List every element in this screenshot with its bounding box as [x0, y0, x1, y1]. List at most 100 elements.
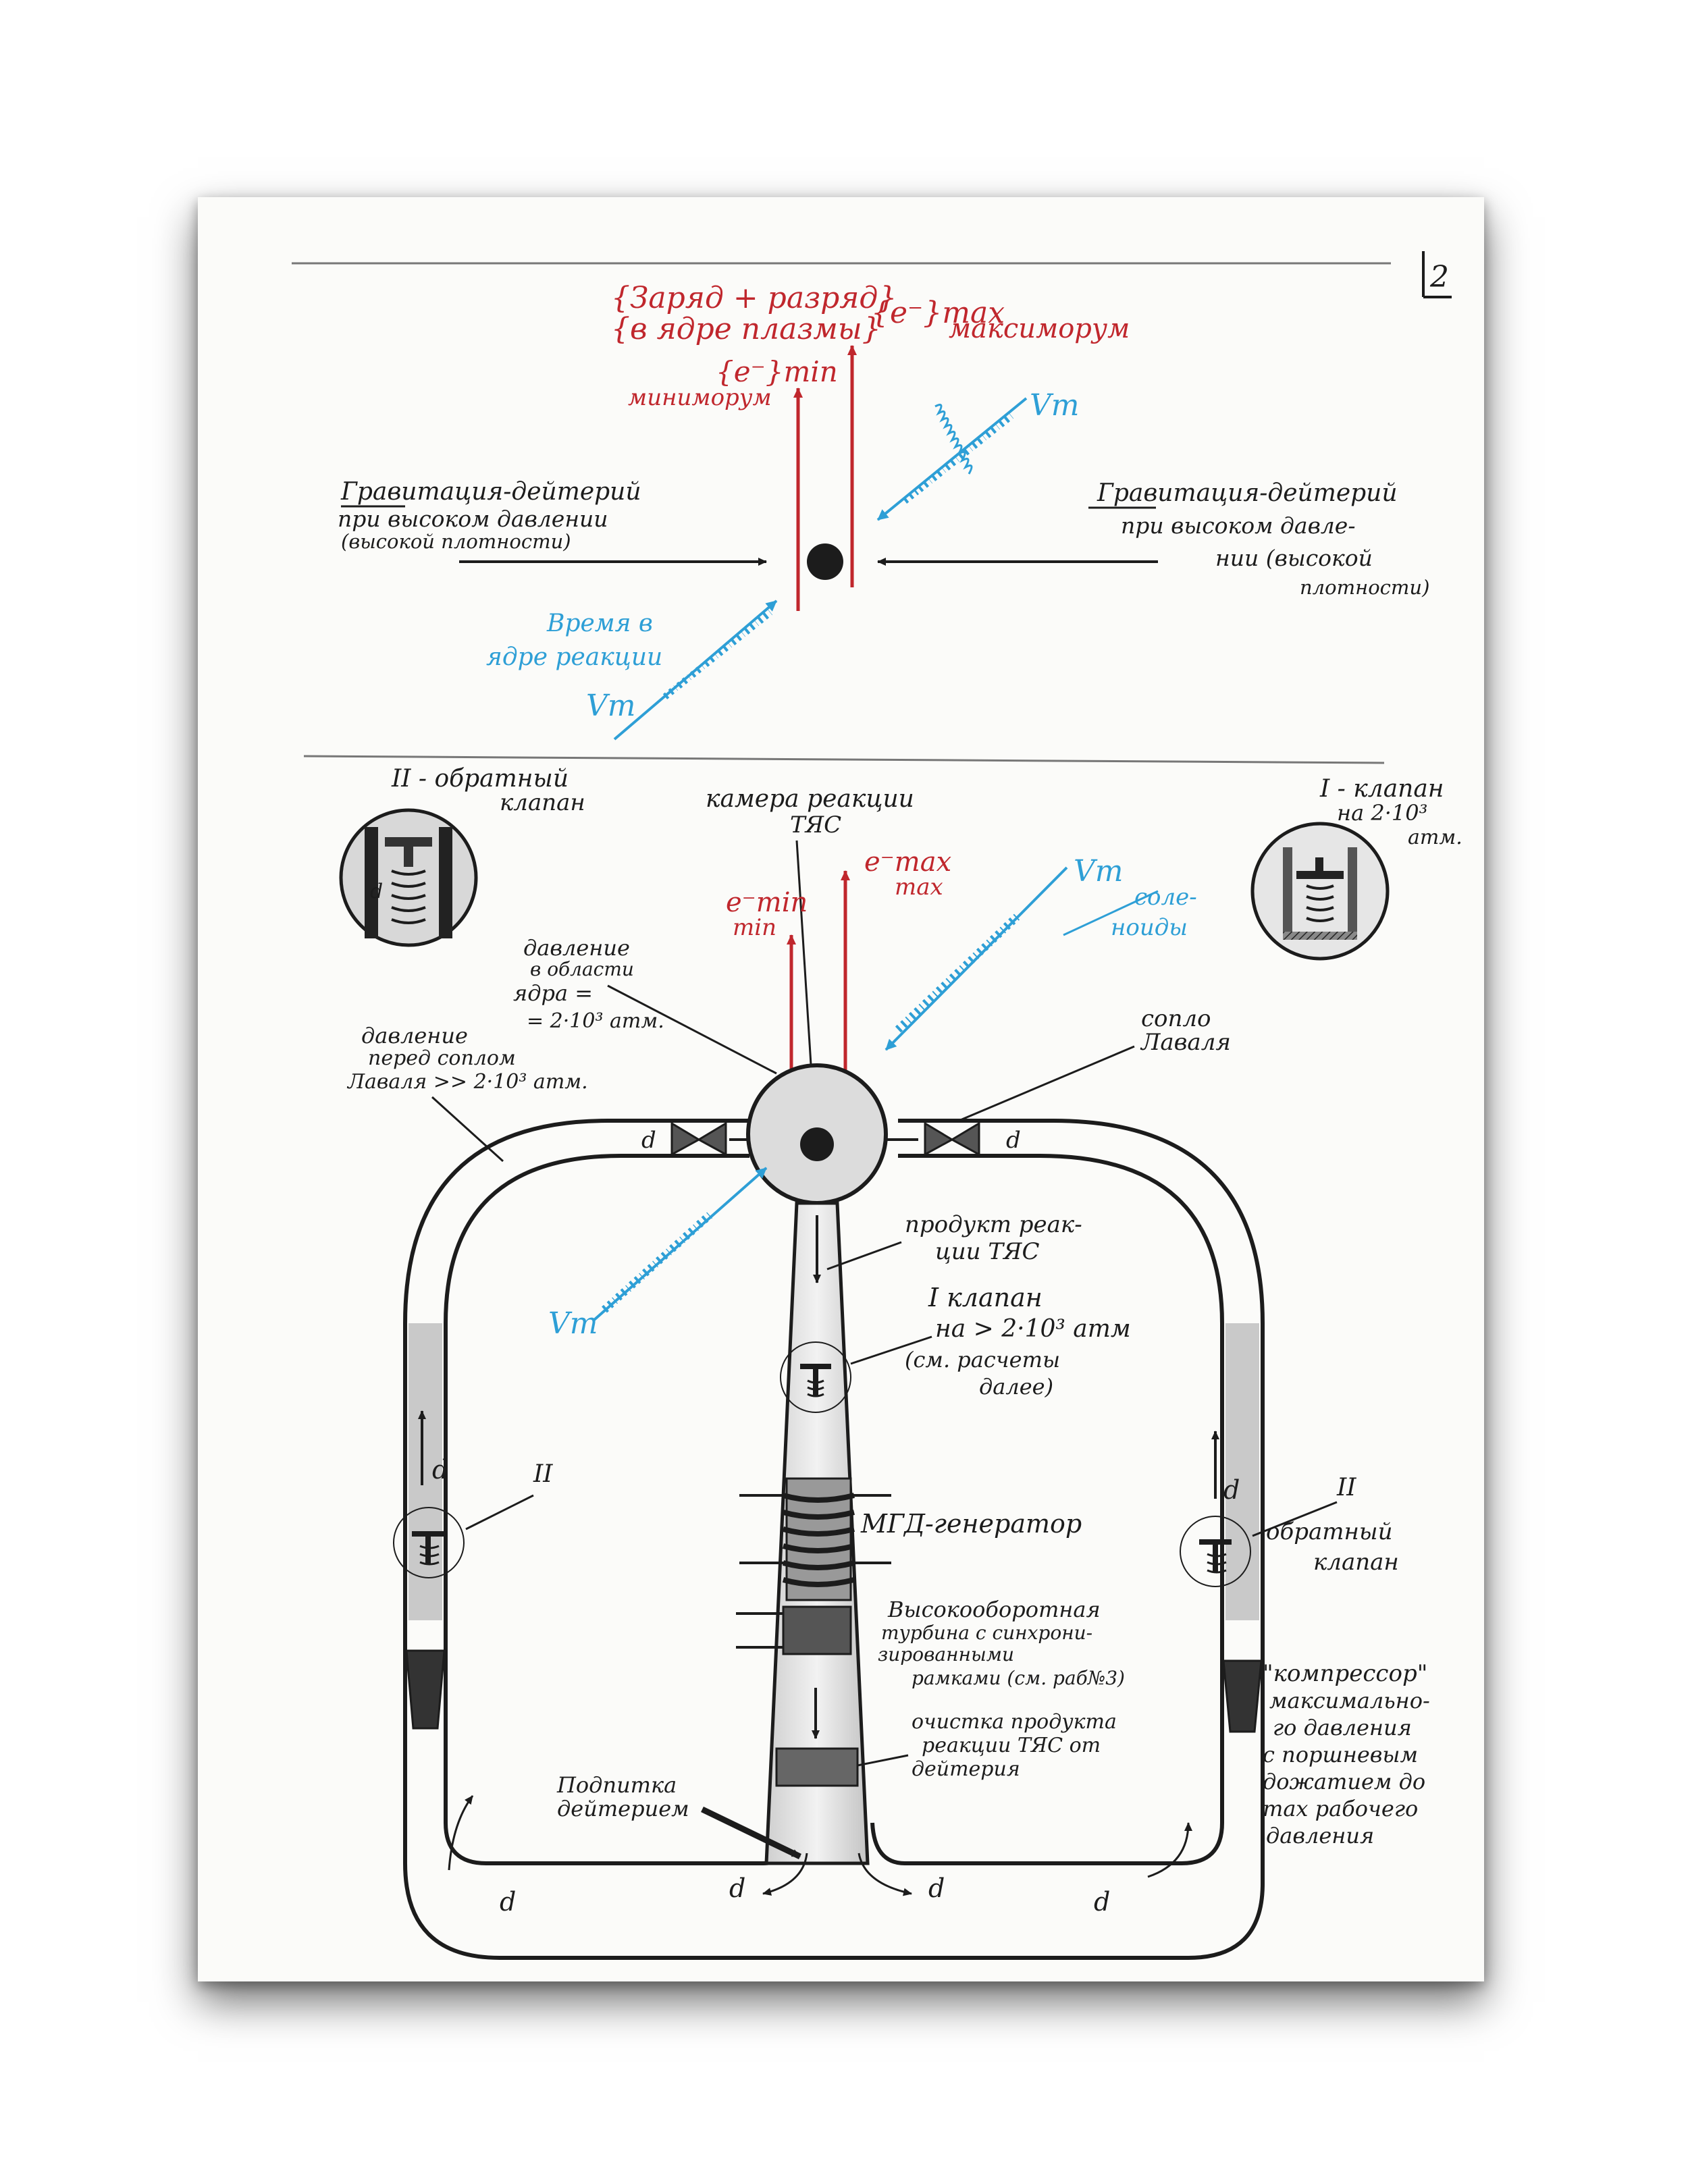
cleaning-label-line2: реакции ТЯС от — [922, 1734, 1101, 1757]
vm-left-label: Vm — [548, 1306, 598, 1341]
svg-text:d: d — [370, 880, 383, 903]
valve1-in-column — [780, 1341, 851, 1413]
check-right-line2: клапан — [1313, 1549, 1399, 1576]
feed-label-line2: дейтерием — [557, 1796, 689, 1821]
product-label-line2: ции ТЯС — [935, 1238, 1039, 1265]
emax-bottom-label: e⁻max — [864, 847, 951, 878]
svg-text:d: d — [641, 1127, 656, 1154]
check-right-line1: обратный — [1266, 1518, 1392, 1545]
turbine-label-line2: турбина с синхрони- — [881, 1622, 1092, 1644]
minimorum-label: миниморум — [628, 384, 772, 411]
laval-label-line2: Лаваля — [1140, 1029, 1231, 1056]
compressor-label-line4: с поршневым — [1263, 1742, 1418, 1767]
emin-bottom-sub: min — [733, 914, 776, 941]
product-label-line1: продукт реак- — [905, 1211, 1082, 1238]
check-valve-inset-left: d — [339, 808, 478, 947]
in-plasma-core-label: {в ядре плазмы} — [611, 312, 881, 346]
time-label-line2: ядре реакции — [486, 643, 662, 671]
deuterium-filter — [775, 1747, 859, 1787]
laval-nozzle-right: d — [924, 1121, 1021, 1156]
vm-arrow-bottom-left — [613, 600, 778, 741]
compressor-label-line6: max рабочего — [1263, 1796, 1418, 1821]
d-label-far-right: d — [1094, 1887, 1110, 1917]
gravity-right-line3: нии (высокой — [1215, 545, 1373, 571]
vm-arrow-left — [593, 1167, 768, 1321]
valve1-title-line2: на 2·10³ — [1337, 800, 1427, 826]
emin-bottom-label: e⁻min — [726, 887, 808, 918]
d-label-left-pipe: d — [432, 1455, 448, 1485]
d-label-right-pipe: d — [1223, 1475, 1240, 1505]
nozzle-pressure-line2: перед соплом — [368, 1046, 516, 1070]
valve1-inset-right — [1250, 822, 1390, 961]
feed-label-line1: Подпитка — [556, 1772, 677, 1798]
turbine — [736, 1605, 852, 1655]
core-dot-top — [807, 543, 843, 580]
d-label-bottom-right: d — [928, 1873, 945, 1903]
valve1-label-line3: (см. расчеты — [905, 1347, 1060, 1373]
check-valve-left-pipe — [393, 1507, 465, 1578]
compressor-right — [1222, 1659, 1263, 1733]
chamber-label-line1: камера реакции — [706, 785, 914, 813]
turbine-label-line3: зированными — [878, 1643, 1014, 1666]
valve1-label-line1: I клапан — [928, 1283, 1043, 1312]
time-label-line1: Время в — [546, 610, 653, 637]
d-label-far-left: d — [500, 1887, 516, 1917]
middle-rule — [303, 755, 1385, 764]
emin-label: {e⁻}min — [716, 355, 838, 388]
charge-discharge-label: {Заряд + разряд} — [611, 281, 897, 315]
nozzle-pressure-line1: давление — [361, 1023, 468, 1048]
solenoids-line2: ноиды — [1111, 914, 1188, 941]
valve1-label-line4: далее) — [979, 1374, 1053, 1400]
core-pressure-line4: = 2·10³ атм. — [527, 1009, 664, 1033]
laval-nozzle-left: d — [641, 1121, 727, 1156]
maximorum-label: максиморум — [949, 313, 1130, 344]
nozzle-pressure-line3: Лаваля >> 2·10³ атм. — [346, 1070, 588, 1094]
check-valve-right-pipe — [1180, 1516, 1251, 1587]
compressor-left — [405, 1649, 446, 1730]
compressor-label-line2: максимально- — [1269, 1688, 1430, 1713]
cleaning-label-line3: дейтерия — [912, 1757, 1020, 1781]
page-number-text: 2 — [1429, 260, 1449, 294]
check-label-left: II — [533, 1460, 553, 1488]
mhd-generator — [739, 1477, 891, 1601]
emax-bottom-sub: max — [895, 874, 943, 901]
compressor-label-line5: дожатием до — [1263, 1769, 1425, 1794]
check-label-right: II — [1336, 1474, 1356, 1501]
turbine-label-line1: Высокооборотная — [887, 1597, 1101, 1622]
compressor-label-line7: давления — [1266, 1823, 1374, 1848]
gravity-left-line3: (высокой плотности) — [341, 530, 571, 553]
core-pressure-line3: ядра = — [513, 980, 593, 1006]
solenoids-line1: соле- — [1134, 884, 1197, 911]
chamber-label-line2: ТЯС — [790, 811, 841, 838]
cleaning-label-line1: очистка продукта — [912, 1710, 1117, 1734]
vm-solenoid-arrow-right — [885, 866, 1068, 1051]
vm-top-label: Vm — [1030, 388, 1080, 423]
feed-arrow — [701, 1806, 801, 1860]
page-number: 2 — [1422, 251, 1452, 298]
vm-arrow-top-right — [876, 397, 1028, 521]
svg-text:d: d — [1006, 1127, 1021, 1154]
valve1-title-line1: I - клапан — [1319, 775, 1444, 803]
valve1-label-line2: на > 2·10³ атм — [935, 1315, 1131, 1343]
return-pipe-loop — [403, 1119, 1265, 1960]
laval-label-line1: сопло — [1141, 1005, 1211, 1032]
compressor-label-line3: го давления — [1273, 1715, 1412, 1740]
gravity-right-line4: плотности) — [1300, 576, 1429, 599]
vm-coil-top-right — [934, 404, 973, 475]
core-pressure-line1: давление — [523, 935, 630, 961]
emax-label: {e⁻}max — [871, 296, 1005, 330]
compressor-label-line1: "компрессор" — [1263, 1660, 1427, 1687]
d-label-bottom-left: d — [729, 1873, 745, 1903]
core-pressure-line2: в области — [530, 958, 634, 980]
check-valve-title-line1: II - обратный — [391, 765, 569, 793]
mhd-label: МГД-генератор — [860, 1509, 1082, 1539]
valve1-title-line3: атм. — [1408, 826, 1462, 849]
gravity-right-line1: Гравитация-дейтерий — [1097, 479, 1398, 507]
core-dot-bottom — [800, 1127, 834, 1161]
gravity-left-line1: Гравитация-дейтерий — [340, 478, 641, 506]
gravity-left-line2: при высоком давлении — [338, 506, 608, 532]
vm-bottom-label: Vm — [586, 689, 636, 723]
check-valve-title-line2: клапан — [500, 789, 585, 816]
turbine-label-line4: рамками (см. раб№3) — [912, 1667, 1125, 1689]
